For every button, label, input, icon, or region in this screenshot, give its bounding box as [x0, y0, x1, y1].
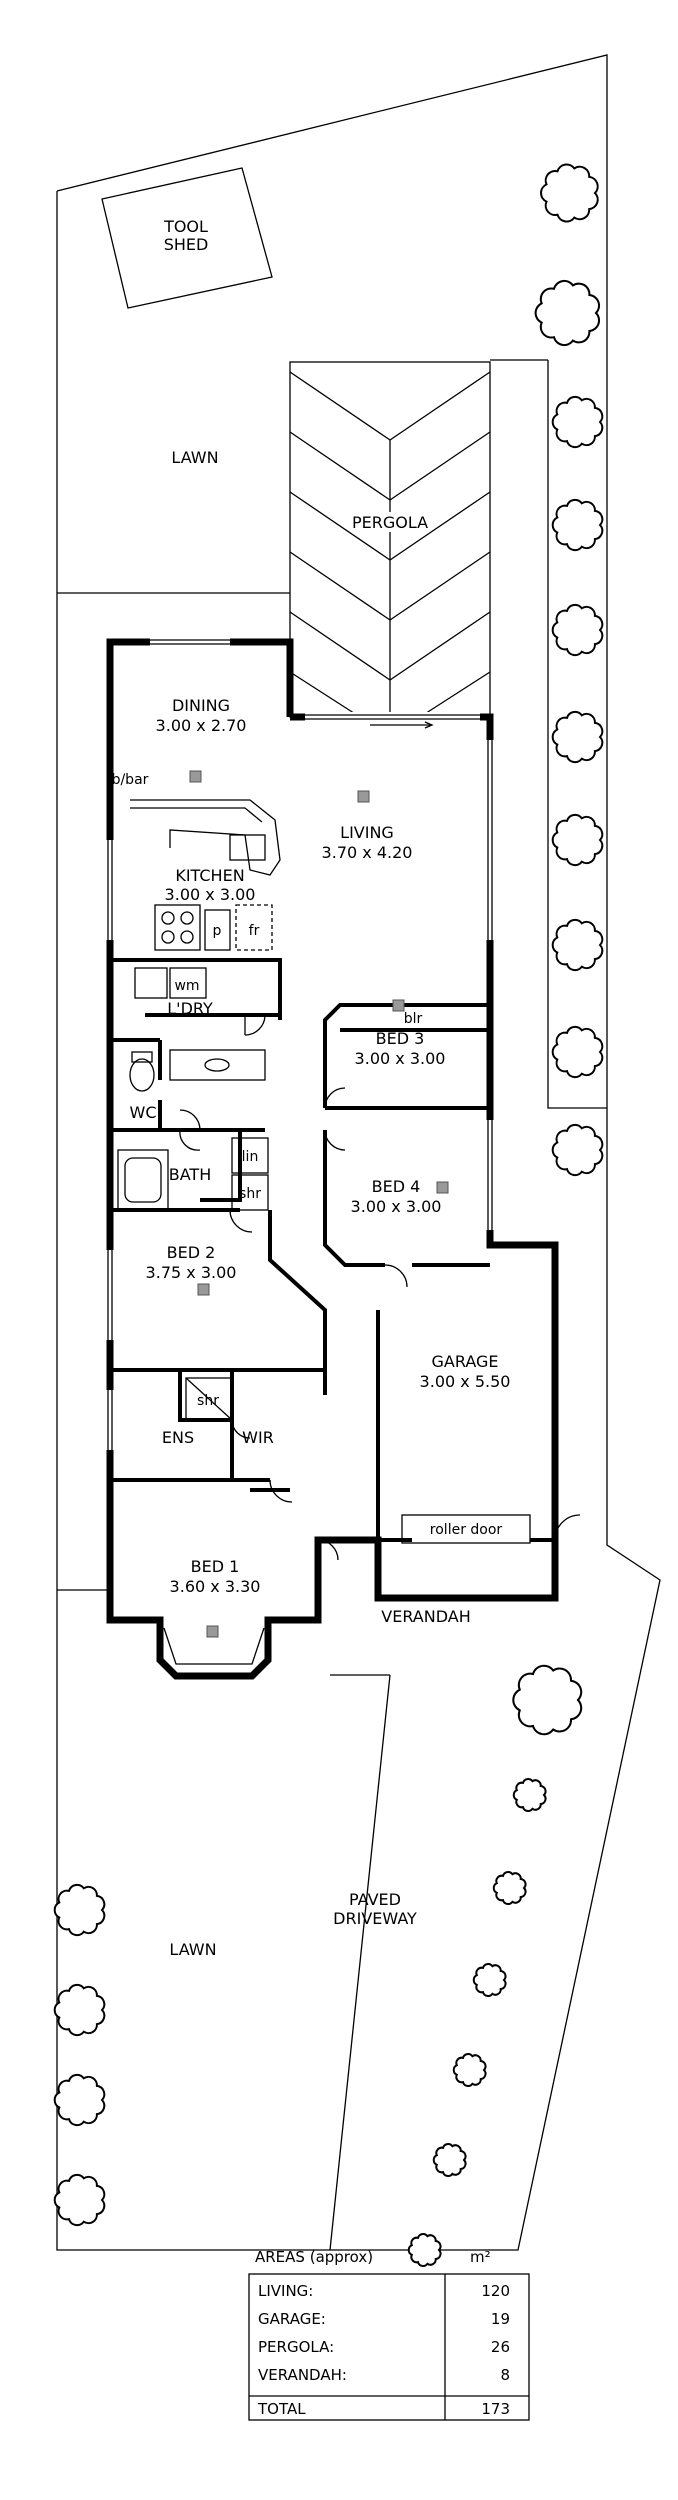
- ensuite-shower-label: shr: [197, 1393, 219, 1409]
- bed1-name: BED 1: [191, 1557, 240, 1576]
- tree-icon: [53, 1883, 106, 1937]
- tree-icon: [492, 1871, 527, 1905]
- bed3-name: BED 3: [376, 1029, 425, 1048]
- area-row-label: GARAGE:: [258, 2310, 326, 2328]
- rear-lawn-label: LAWN: [171, 448, 218, 467]
- dining-name: DINING: [172, 696, 230, 715]
- tool-shed: TOOL SHED: [101, 167, 273, 309]
- driveway-left-edge: [329, 1674, 391, 2251]
- driveway-label-1: PAVED: [349, 1890, 401, 1909]
- tree-icon: [551, 1123, 604, 1177]
- verandah-label: VERANDAH: [381, 1607, 470, 1626]
- pantry-label: p: [213, 923, 222, 939]
- roller-door-label: roller door: [430, 1522, 503, 1538]
- fridge-label: fr: [249, 923, 260, 939]
- tree-icon: [551, 710, 604, 764]
- tree-icon: [551, 498, 604, 552]
- area-row-label: VERANDAH:: [258, 2366, 347, 2384]
- tree-icon: [551, 395, 604, 449]
- tree-icon: [407, 2233, 442, 2267]
- kitchen-size: 3.00 x 3.00: [165, 885, 256, 904]
- laundry-name: L'DRY: [167, 999, 213, 1018]
- tool-shed-label-2: SHED: [164, 235, 209, 254]
- laundry-fixtures: [134, 967, 266, 1081]
- bbar-label: b/bar: [112, 772, 149, 788]
- bath-shower-label: shr: [239, 1186, 261, 1202]
- tree-icon: [53, 1983, 106, 2037]
- areas-total-value: 173: [481, 2400, 510, 2418]
- tree-icon: [53, 2173, 106, 2227]
- bed2-name: BED 2: [167, 1243, 216, 1262]
- area-row-value: 19: [491, 2310, 510, 2328]
- pergola: PERGOLA: [289, 361, 491, 718]
- living-size: 3.70 x 4.20: [322, 843, 413, 862]
- bathroom-fixtures: [117, 1051, 269, 1421]
- garage-size: 3.00 x 5.50: [420, 1372, 511, 1391]
- bed3-size: 3.00 x 3.00: [355, 1049, 446, 1068]
- tree-icon: [551, 603, 604, 657]
- living-name: LIVING: [340, 823, 394, 842]
- trees: [53, 163, 604, 2267]
- tree-icon: [551, 1025, 604, 1079]
- bed4-size: 3.00 x 3.00: [351, 1197, 442, 1216]
- areas-total-label: TOTAL: [257, 2400, 306, 2418]
- robe-label: blr: [404, 1011, 423, 1027]
- tree-icon: [512, 1778, 547, 1812]
- front-lawn-label: LAWN: [169, 1940, 216, 1959]
- pergola-label: PERGOLA: [352, 513, 428, 532]
- area-row-label: PERGOLA:: [258, 2338, 334, 2356]
- tree-icon: [540, 163, 599, 223]
- house-outer-walls: [105, 637, 559, 1680]
- room-markers: [189, 770, 449, 1638]
- driveway-label-2: DRIVEWAY: [333, 1909, 417, 1928]
- garden-bed-line: [547, 360, 607, 1109]
- ens-name: ENS: [162, 1428, 194, 1447]
- tree-icon: [551, 813, 604, 867]
- tree-icon: [452, 2053, 487, 2087]
- garage-name: GARAGE: [432, 1352, 499, 1371]
- kitchen-name: KITCHEN: [175, 866, 244, 885]
- linen-label: lin: [242, 1149, 259, 1165]
- areas-unit: m²: [470, 2248, 491, 2266]
- bed4-name: BED 4: [372, 1177, 421, 1196]
- tree-icon: [53, 2073, 106, 2127]
- tree-icon: [534, 279, 601, 347]
- tree-icon: [551, 918, 604, 972]
- area-row-value: 8: [500, 2366, 510, 2384]
- bed2-size: 3.75 x 3.00: [146, 1263, 237, 1282]
- bed1-size: 3.60 x 3.30: [170, 1577, 261, 1596]
- bath-name: BATH: [169, 1165, 211, 1184]
- site-boundary: [56, 54, 661, 2251]
- roller-door: roller door: [401, 1514, 531, 1544]
- areas-heading: AREAS (approx): [255, 2248, 373, 2266]
- area-row-label: LIVING:: [258, 2282, 313, 2300]
- tree-icon: [432, 2143, 467, 2177]
- tool-shed-label-1: TOOL: [163, 217, 208, 236]
- area-row-value: 120: [481, 2282, 510, 2300]
- wir-name: WIR: [242, 1428, 274, 1447]
- washer-label: wm: [174, 978, 199, 994]
- wc-name: WC: [130, 1103, 157, 1122]
- tree-icon: [512, 1664, 583, 1736]
- area-row-value: 26: [491, 2338, 510, 2356]
- kitchen-counter: [130, 799, 281, 951]
- door-swings: [179, 1014, 581, 1561]
- tree-icon: [472, 1963, 507, 1997]
- dining-size: 3.00 x 2.70: [156, 716, 247, 735]
